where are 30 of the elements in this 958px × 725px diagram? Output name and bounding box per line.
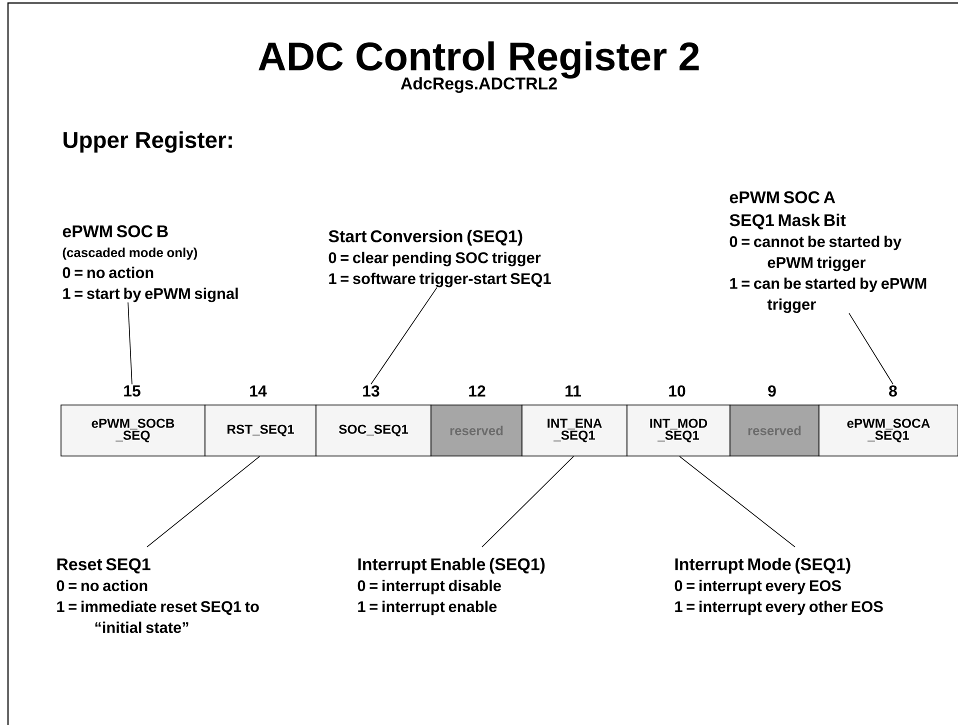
- description-text: Start Conversion (SEQ1) 0 = clear pending SOC trigger 1 = software trigger-start SEQ1: [328, 230, 551, 288]
- register-field: INT_ENA _SEQ1: [522, 404, 628, 456]
- bit-number: 14: [250, 386, 267, 396]
- description-text: ePWM SOC A SEQ1 Mask Bit 0 = cannot be started by ePWM trigger 1 = can be started by ePWM trigger: [730, 191, 926, 313]
- leader-line: [482, 456, 574, 548]
- description-text: ePWM SOC B (cascaded mode only) 0 = no action 1 = start by ePWM signal: [62, 225, 238, 302]
- leader-line: [146, 456, 260, 548]
- section-heading: Upper Register:: [64, 131, 232, 153]
- register-field: ePWM_SOCB _SEQ: [60, 404, 206, 456]
- register-field: reserved: [730, 404, 820, 456]
- bit-number: 12: [469, 385, 486, 397]
- description-text: Interrupt Mode (SEQ1) 0 = interrupt every EOS 1 = interrupt every other EOS: [674, 558, 883, 616]
- bit-number: 8: [889, 385, 897, 397]
- bit-number: 10: [669, 385, 686, 397]
- register-field: reserved: [430, 404, 522, 456]
- description-text: Interrupt Enable (SEQ1) 0 = interrupt disable 1 = interrupt enable: [358, 558, 545, 616]
- bit-number: 15: [124, 385, 140, 397]
- bit-number: 9: [768, 385, 776, 397]
- leader-line: [370, 287, 438, 385]
- leader-line: [848, 312, 894, 385]
- bit-number: 13: [363, 385, 380, 397]
- register-field: INT_MOD _SEQ1: [626, 404, 730, 456]
- description-text: Reset SEQ1 0 = no action 1 = immediate reset SEQ1 to “initial state”: [56, 558, 259, 634]
- bit-number: 11: [566, 386, 581, 396]
- leader-line: [679, 456, 796, 548]
- leader-line: [128, 302, 132, 385]
- register-field: ePWM_SOCA _SEQ1: [818, 404, 958, 456]
- register-field: RST_SEQ1: [204, 404, 316, 456]
- register-field: SOC_SEQ1: [316, 404, 432, 456]
- subtitle: AdcRegs.ADCTRL2: [400, 77, 557, 93]
